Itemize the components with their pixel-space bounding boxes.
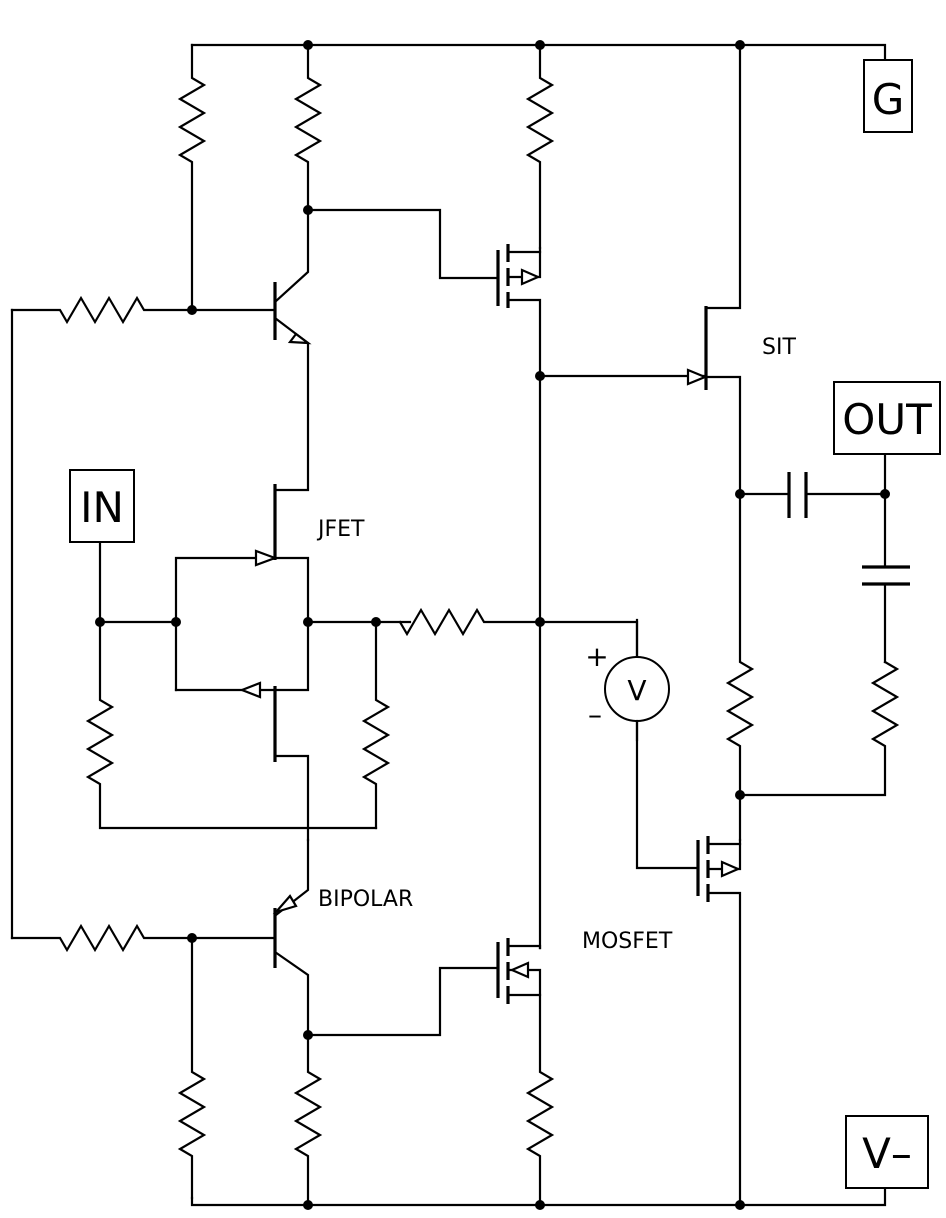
terminal-out: OUT (833, 381, 941, 455)
jfet-bottom (174, 620, 310, 842)
junction-dots (95, 40, 890, 1210)
resistor-sit-source (725, 492, 755, 842)
label-mosfet: MOSFET (582, 929, 673, 954)
terminal-in: IN (69, 469, 135, 543)
bipolar-transistor-bottom (190, 838, 310, 1037)
mosfet-bottom-left (306, 938, 555, 1207)
zobel-capacitor (862, 492, 910, 664)
bipolar-transistor-top (190, 208, 312, 490)
label-bipolar: BIPOLAR (318, 887, 413, 912)
output-capacitor (738, 472, 887, 518)
terminal-vminus-label: V– (862, 1129, 912, 1178)
terminal-vminus: V– (845, 1115, 929, 1189)
label-sit: SIT (762, 335, 796, 360)
resistor-r2 (293, 43, 323, 212)
voltmeter (538, 620, 670, 742)
label-jfet: JFET (316, 517, 365, 542)
mosfet-top (496, 244, 542, 378)
resistor-r1 (177, 43, 207, 312)
resistor-r3 (525, 43, 555, 250)
resistor-r7 (293, 1033, 323, 1207)
resistor-r6 (177, 936, 207, 1200)
wire-to-sit-gate (538, 368, 708, 386)
top-rail (190, 43, 887, 62)
terminal-out-label: OUT (842, 395, 932, 444)
voltmeter-symbol: V (627, 674, 646, 707)
input-network (85, 540, 412, 830)
voltmeter-minus: – (588, 698, 602, 731)
resistor-r4 (10, 295, 194, 325)
sit-transistor (704, 43, 742, 496)
resistor-mid (398, 607, 542, 637)
terminal-in-label: IN (80, 483, 124, 532)
terminal-g-label: G (872, 75, 905, 124)
resistor-r5 (10, 923, 194, 953)
zobel-resistor (738, 660, 900, 797)
jfet-top (174, 484, 310, 692)
voltmeter-plus: + (585, 640, 608, 673)
terminal-g: G (863, 59, 913, 133)
wire-collector-to-mosfet-gate (306, 208, 500, 280)
